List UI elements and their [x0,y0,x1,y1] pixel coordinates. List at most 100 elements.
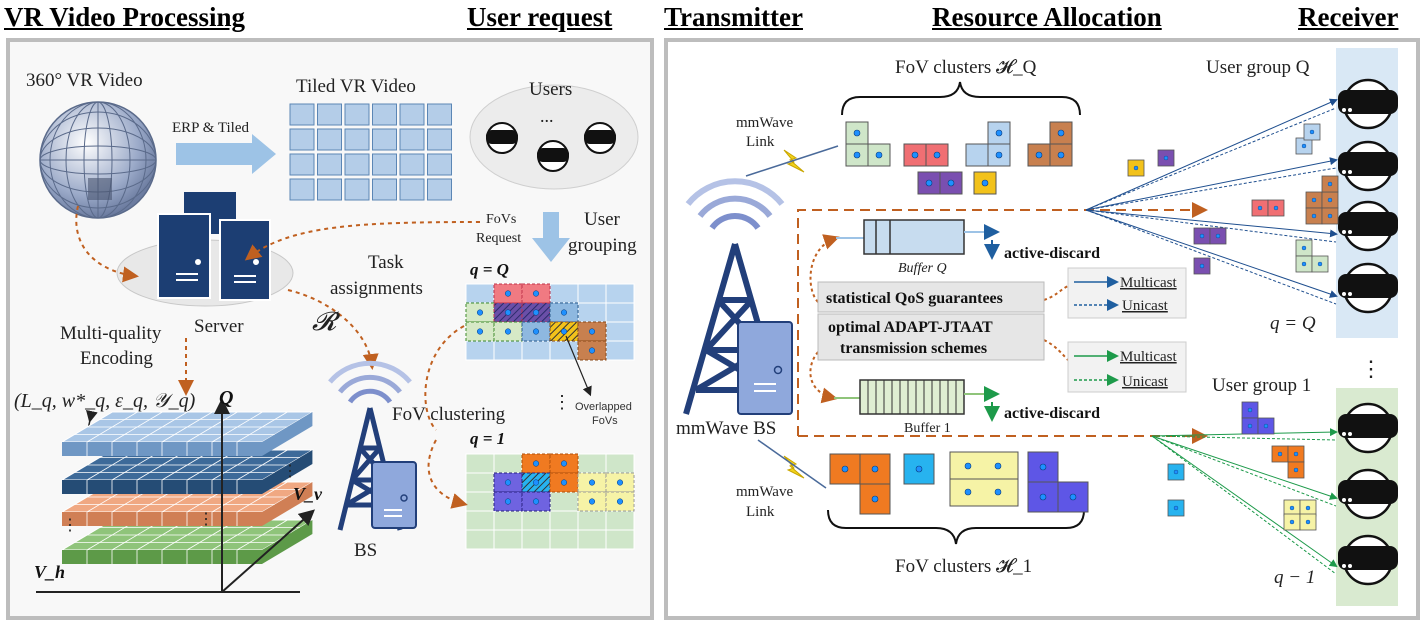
cluster-dot [915,465,923,473]
header-vr-video-processing: VR Video Processing [4,2,245,32]
user-group-Q-grid [465,283,635,361]
ray-unicast-Q [1085,209,1337,305]
tile [427,103,452,126]
erp-tiled-label: ERP & Tiled [172,120,249,136]
fov-dot [532,479,540,486]
user-grouping-label-2: grouping [568,235,637,256]
grid-cell [577,302,607,323]
cluster-dot [947,179,955,187]
vr-user-icon-3 [584,122,616,154]
grid-cell [577,453,607,474]
flying-dot [1317,261,1323,267]
vr-user-icon-1 [486,122,518,154]
flying-dot [1263,423,1269,429]
user-grouping-label-1: User [584,209,621,230]
tile [344,153,370,176]
transmission-rays [1085,98,1338,575]
grid-cell [465,529,495,550]
fov-cluster-arrow-up [424,325,465,431]
multi-quality-label-2: Encoding [80,348,153,369]
flying-dot [1273,205,1279,211]
grid-cell [549,510,579,531]
optimal-label-2: transmission schemes [840,340,987,357]
server-icon [157,192,271,301]
tile [289,153,315,176]
fov-dot [532,460,540,467]
tile [399,128,425,151]
flying-dot [1247,423,1253,429]
link-bottom-line [757,439,827,489]
tile [427,153,452,176]
grid-cell [465,283,495,304]
qos-box [817,281,1045,313]
grid-cell [465,491,495,512]
grid-cell [549,340,579,361]
multicast-1: Multicast [1120,349,1177,365]
grid-cell [605,321,635,342]
server-to-bs-arrow [287,289,379,370]
tile [289,178,315,201]
brace-top [841,81,1081,116]
overlapped-label-1: Overlapped [575,401,632,413]
cluster-dot [853,129,861,137]
tile [372,178,397,201]
header-user-request: User request [467,2,613,32]
fov-dot [560,328,568,335]
tiled-vr-video-label: Tiled VR Video [296,76,416,97]
group-dots: ⋮ [553,392,571,412]
flying-dot [1309,129,1315,135]
grid-cell [605,340,635,361]
bs-tower-icon [328,360,417,531]
layer-dots-2: ⋮ [62,517,78,534]
tile [399,178,425,201]
grid-cell [465,510,495,531]
grid-cell [605,529,635,550]
cluster-dot [995,151,1003,159]
fov-dot [616,479,624,486]
flying-dot [1305,505,1311,511]
flying-dot [1327,213,1333,219]
tile [344,103,370,126]
tile [372,128,397,151]
fov-dot [588,479,596,486]
buffer1-label: Buffer 1 [904,421,951,436]
ray-unicast-Q [1085,107,1337,211]
tile [344,128,370,151]
grid-cell [605,453,635,474]
fov-dot [476,328,484,335]
flying-dot [1311,213,1317,219]
fovs-request-label-1: FoVs [486,212,516,227]
task-assignments-label-2: assignments [330,278,423,299]
user-group-1-grid [465,453,635,550]
fovs-request-label-2: Request [476,231,521,246]
in-flight-tiles [1127,123,1339,531]
cluster-dot [964,488,972,496]
grid-cell [521,529,551,550]
flying-dot [1199,263,1205,269]
vr-video-360-label: 360° VR Video [26,70,143,91]
quality-layer-side [262,450,313,494]
buffer1-rect [859,379,965,415]
grid-cell [549,529,579,550]
flying-dot [1133,165,1139,171]
ray-unicast-Q [1085,209,1337,243]
flying-dot [1289,519,1295,525]
bufferQ-active-discard: active-discard [1004,245,1100,262]
fov-dot [504,290,512,297]
vr-sphere-icon [39,101,157,219]
axis-vh-label: V_h [34,562,65,582]
mmwave-link-bottom-1: mmWave [736,484,793,500]
flying-dot [1327,197,1333,203]
cluster-dot [994,488,1002,496]
task-assignments-label-1: Task [368,252,404,273]
overlapped-pointer [565,335,592,397]
vr-headset-icon [1338,90,1398,114]
ray-multicast-1 [1151,435,1338,568]
fov-dot [560,479,568,486]
bufferQ-box [863,219,965,255]
grid-cell [605,283,635,304]
tile [289,128,315,151]
r-symbol: 𝓡 [312,307,341,336]
flying-dot [1247,407,1253,413]
ray-unicast-1 [1151,435,1337,441]
